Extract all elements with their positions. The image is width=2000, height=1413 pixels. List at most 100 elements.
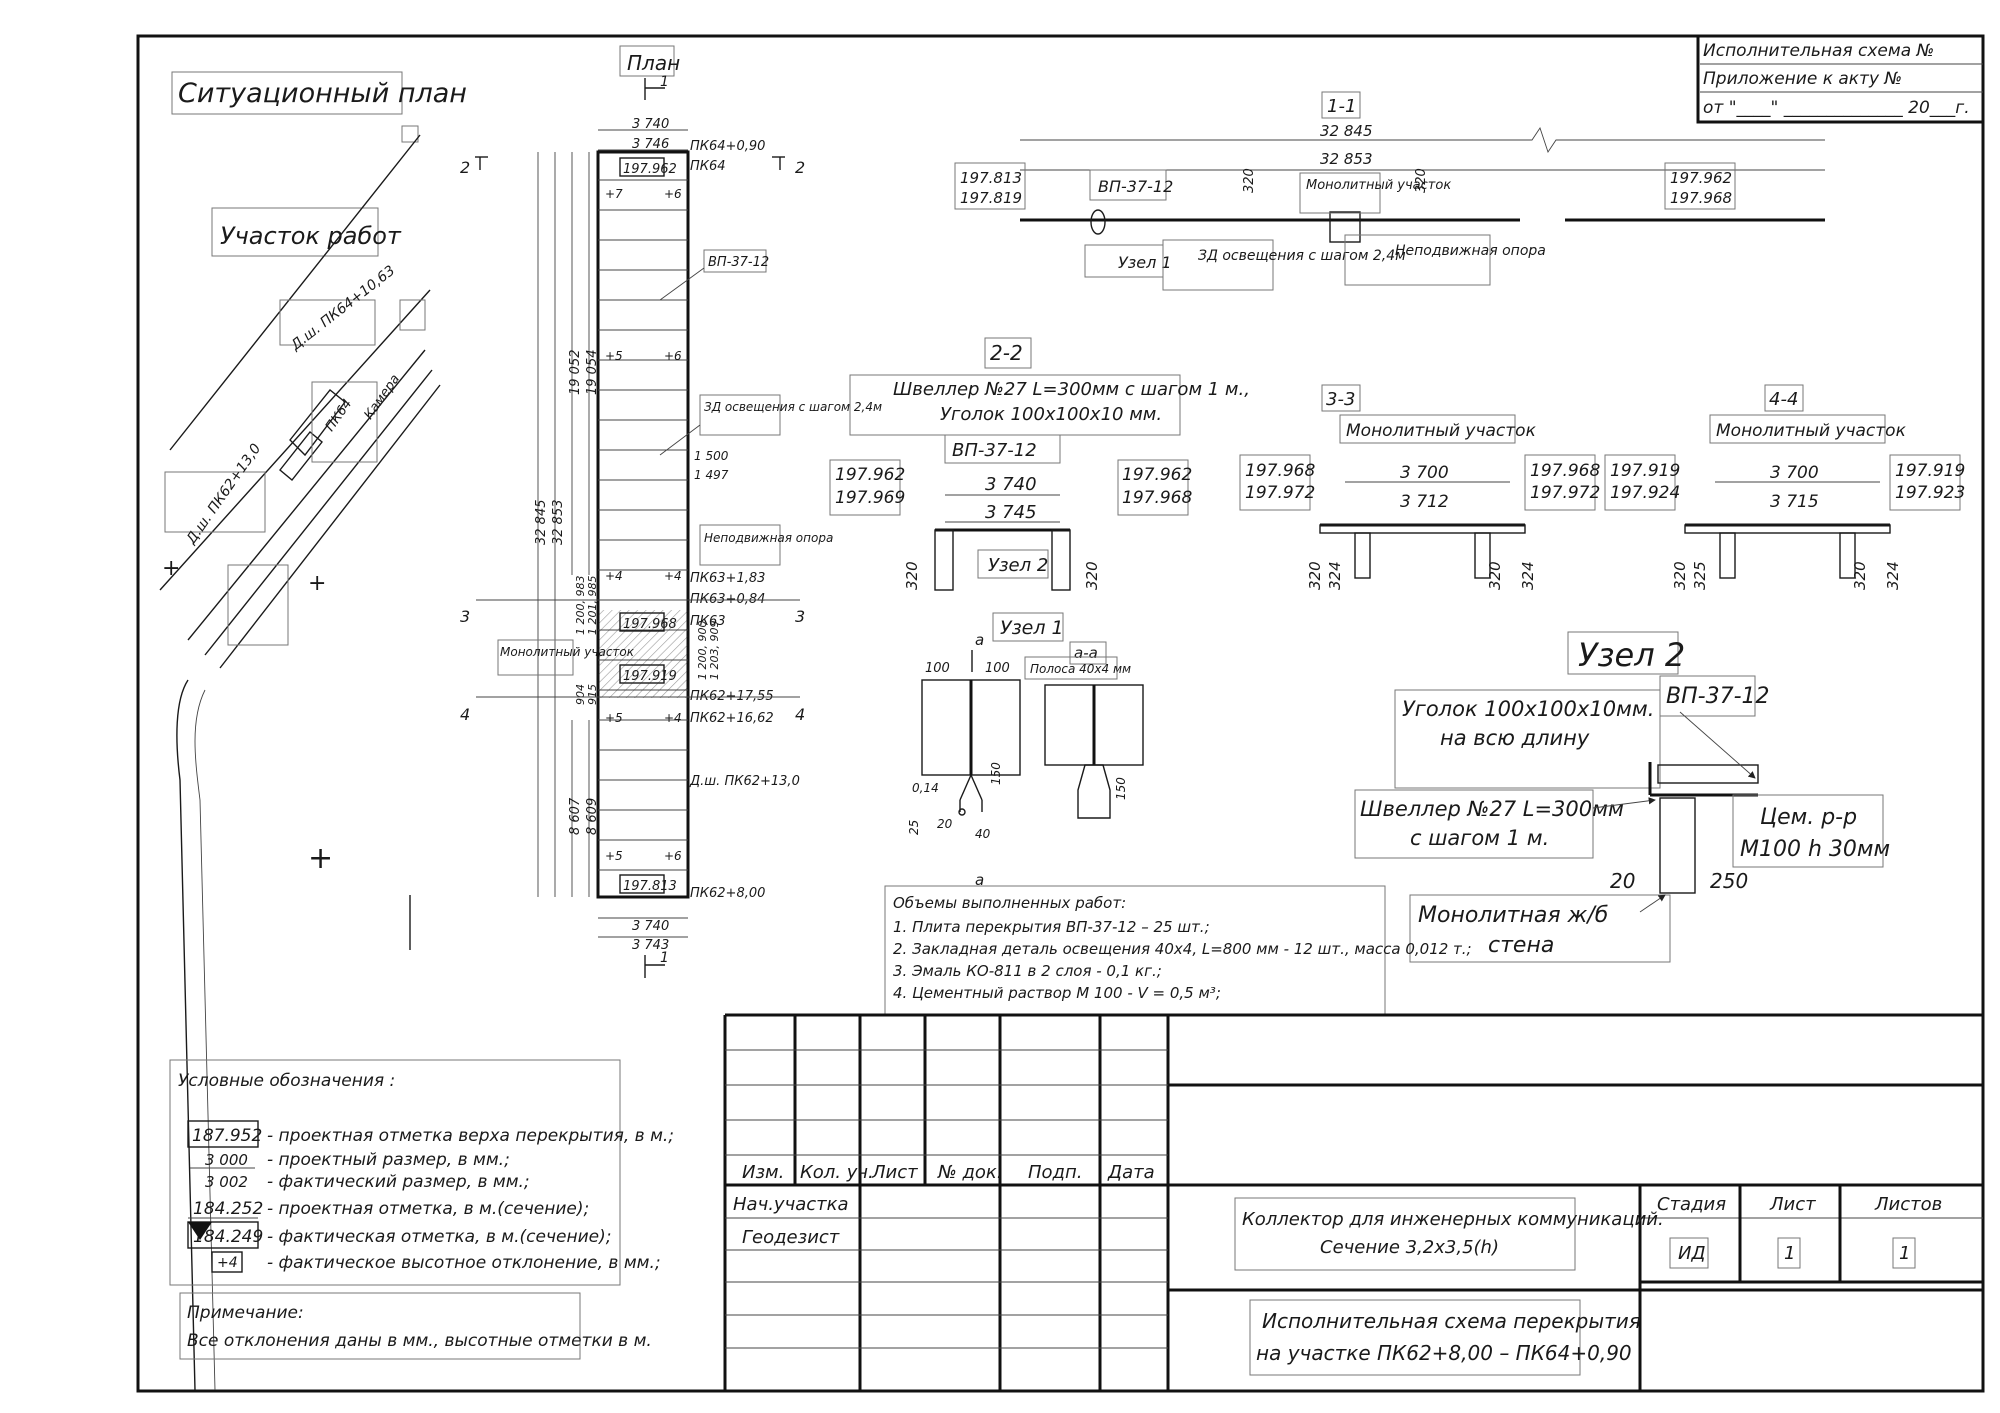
volumes-item-1: 1. Плита перекрытия ВП-37-12 – 25 шт.;	[893, 918, 1210, 936]
plan-dim-mid-1: 1 200, 983	[574, 576, 587, 635]
plan-dim-mid-6: 915	[586, 684, 599, 705]
site-label-a: Д.ш. ПК64+10,63	[287, 263, 398, 355]
legend-design-elev: 187.952	[192, 1126, 262, 1146]
work-volumes: Объемы выполненных работ: 1. Плита перек…	[884, 885, 1472, 1015]
sec44-dim-b3: 320	[1851, 561, 1869, 590]
plan-dev-r-1: +6	[664, 187, 682, 201]
tb-col-podp: Подп.	[1028, 1162, 1082, 1183]
legend-fact-elev-text: - фактическая отметка, в м.(сечение);	[267, 1227, 611, 1247]
plan-dev-l-4: +5	[605, 711, 623, 725]
plan-dim-1497: 1 497	[694, 468, 729, 482]
plan-view: План 1 3 740 3 746 197.962 197.968	[460, 45, 882, 978]
sec33-dim-b3: 320	[1486, 561, 1504, 590]
section-3-3: 3-3 Монолитный участок 3 700 3 712 197.9…	[1239, 384, 1600, 590]
section-2-2: 2-2 Швеллер №27 L=300мм с шагом 1 м., Уг…	[829, 337, 1250, 591]
plan-elev-2: 197.968	[623, 617, 677, 632]
plan-sec4-right: 4	[795, 705, 805, 724]
plan-pk-7: ПК62+16,62	[690, 711, 774, 726]
node1-a-bottom: а	[975, 871, 984, 889]
plan-elev-4: 197.813	[623, 879, 677, 894]
sec44-mono: Монолитный участок	[1716, 421, 1907, 441]
node2-angle-2: на всю длину	[1440, 726, 1590, 750]
legend-design-elev-text: - проектная отметка верха перекрытия, в …	[267, 1126, 674, 1146]
tb-project-1: Коллектор для инженерных коммуникаций.	[1242, 1209, 1664, 1230]
legend-design-size: 3 000	[205, 1151, 248, 1169]
node1-d100b: 100	[985, 661, 1010, 676]
sec11-dim-top: 32 845	[1320, 122, 1373, 140]
sec33-dim-b2: 324	[1326, 561, 1344, 590]
sec44-dim-b4: 324	[1884, 561, 1902, 590]
volumes-item-3: 3. Эмаль КО-811 в 2 слоя - 0,1 кг.;	[893, 962, 1162, 980]
sec22-d320l: 320	[903, 561, 921, 590]
plan-elev-3: 197.919	[623, 669, 677, 684]
sec44-elev-right-2: 197.923	[1895, 483, 1965, 503]
work-area-label: Участок работ	[220, 222, 402, 250]
node1-d150a: 150	[989, 762, 1003, 785]
tb-sheet-title-1: Исполнительная схема перекрытия	[1262, 1309, 1641, 1333]
plan-pk-1: ПК64+0,90	[690, 139, 765, 154]
node2-d20: 20	[1610, 869, 1635, 893]
plan-pk-8: Д.ш. ПК62+13,0	[689, 774, 800, 789]
sec22-channel: Швеллер №27 L=300мм с шагом 1 м.,	[893, 379, 1250, 400]
plan-title: План	[627, 51, 680, 75]
legend-dev: +4	[217, 1255, 238, 1271]
node1-strip: Полоса 40х4 мм	[1030, 662, 1131, 676]
plan-dim-long-1: 32 845	[534, 500, 549, 546]
crosshair-1: +	[308, 571, 326, 596]
plan-pk-4: ПК63+0,84	[690, 592, 765, 607]
sec44-title: 4-4	[1769, 389, 1798, 410]
sec11-vp: ВП-37-12	[1098, 177, 1173, 196]
tb-col-ndok: № док.	[937, 1162, 1003, 1183]
node1-a-top: а	[975, 631, 984, 649]
plan-pk-2: ПК64	[690, 159, 726, 174]
node1-title: Узел 1	[1000, 617, 1064, 639]
plan-callout-mono: Монолитный участок	[500, 645, 635, 659]
sec33-dim-b1: 320	[1306, 561, 1324, 590]
sec33-elev-right-1: 197.968	[1530, 461, 1600, 481]
plan-pk-5: ПК63	[690, 614, 726, 629]
section-4-4: 4-4 Монолитный участок 3 700 3 715 197.9…	[1604, 384, 1965, 590]
sec33-dim-b: 3 712	[1400, 492, 1449, 512]
tb-sheets-header: Листов	[1874, 1194, 1942, 1215]
legend-sect-elev-text: - проектная отметка, в м.(сечение);	[267, 1199, 589, 1219]
plan-dev-r-3: +4	[664, 569, 682, 583]
node2-d250: 250	[1710, 869, 1748, 893]
sec33-elev-left-2: 197.972	[1245, 483, 1315, 503]
plan-callout-zd: ЗД освещения с шагом 2,4м	[704, 400, 882, 414]
plan-dev-l-2: +5	[605, 349, 623, 363]
node2-angle-1: Уголок 100х100х10мм.	[1402, 697, 1654, 721]
sec44-dim-b1: 320	[1671, 561, 1689, 590]
plan-dim-mid-3: 1 200, 900	[696, 621, 709, 680]
plan-callout-fixed: Неподвижная опора	[704, 531, 833, 545]
sec22-elev-left-2: 197.969	[835, 488, 905, 508]
stamp-line-2: Приложение к акту №	[1703, 69, 1902, 89]
plan-dim-1500: 1 500	[694, 449, 729, 463]
tb-sheet-value: 1	[1784, 1243, 1795, 1264]
plan-dim-long-2: 32 853	[551, 500, 566, 546]
tb-col-izm: Изм.	[742, 1162, 784, 1183]
sec11-elev-right-1: 197.962	[1670, 169, 1732, 187]
sec33-elev-right-2: 197.972	[1530, 483, 1600, 503]
node2-channel-2: с шагом 1 м.	[1410, 826, 1549, 850]
node2-wall-2: стена	[1488, 933, 1554, 958]
plan-dim-mid-5: 904	[574, 684, 587, 705]
sec33-dim-a: 3 700	[1400, 463, 1449, 483]
sec22-elev-left-1: 197.962	[835, 465, 905, 485]
top-right-stamp: Исполнительная схема № Приложение к акту…	[1696, 34, 1985, 124]
legend-title: Условные обозначения :	[178, 1071, 395, 1091]
note: Примечание: Все отклонения даны в мм., в…	[179, 1292, 652, 1360]
sec11-elev-right-2: 197.968	[1670, 189, 1732, 207]
legend-fact-elev: 184.249	[193, 1227, 263, 1247]
sec33-mono: Монолитный участок	[1346, 421, 1537, 441]
sec22-dim-b: 3 745	[985, 502, 1037, 523]
title-block: Изм. Кол. уч. Лист № док. Подп. Дата Нач…	[723, 1013, 1983, 1391]
sec11-elev-left-1: 197.813	[960, 169, 1022, 187]
node-2-detail: Узел 2 Уголок 100х100х10мм. на всю длину…	[1354, 631, 1890, 963]
plan-sec3-right: 3	[795, 607, 805, 626]
note-text: Все отклонения даны в мм., высотные отме…	[187, 1331, 652, 1351]
plan-sec2-right: 2	[795, 158, 805, 177]
sec11-node1: Узел 1	[1118, 253, 1172, 272]
node2-mortar-2: М100 h 30мм	[1740, 837, 1890, 862]
tb-col-data: Дата	[1107, 1162, 1155, 1183]
sec11-d320b: 320	[1414, 168, 1429, 193]
